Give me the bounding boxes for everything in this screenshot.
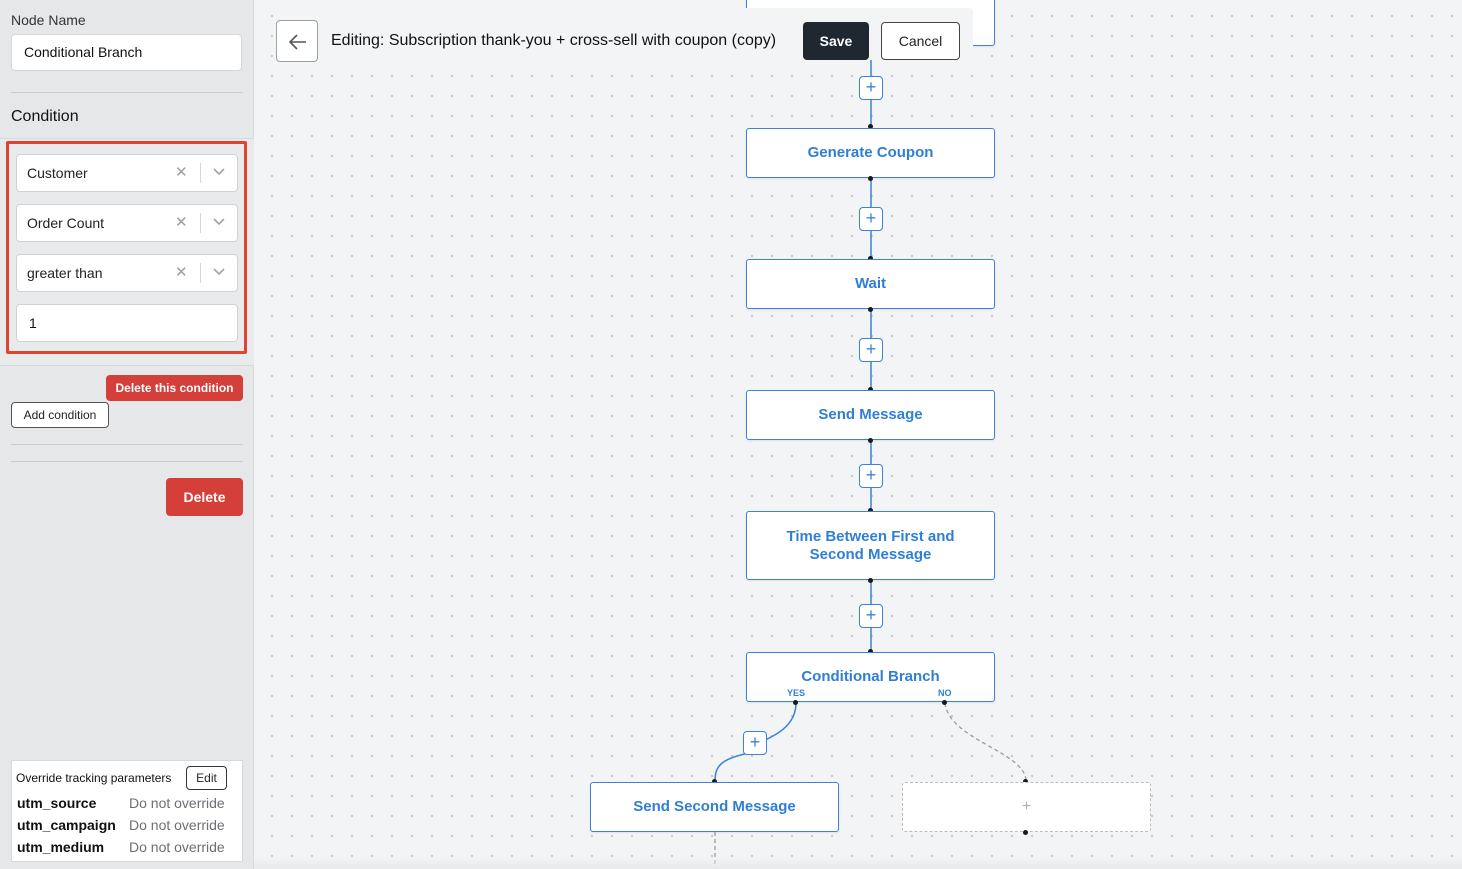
- divider: [11, 461, 243, 462]
- connector-dot: [868, 307, 873, 312]
- condition-highlight-box: [6, 141, 247, 354]
- node-name-label: Node Name: [11, 12, 86, 28]
- add-step-button[interactable]: +: [743, 731, 767, 755]
- select-value: greater than: [27, 265, 103, 281]
- chevron-down-icon[interactable]: [212, 214, 226, 228]
- add-step-button[interactable]: +: [859, 207, 883, 231]
- connector-dot: [712, 779, 717, 784]
- flow-node-send-message[interactable]: Send Message: [746, 390, 995, 440]
- divider: [11, 92, 243, 93]
- connector-dot: [868, 176, 873, 181]
- condition-value-input[interactable]: 1: [16, 304, 238, 342]
- save-button[interactable]: Save: [803, 22, 869, 60]
- connector-dot: [1023, 779, 1028, 784]
- yes-port-dot[interactable]: [793, 700, 798, 705]
- branch-yes-label: YES: [787, 688, 806, 698]
- condition-heading: Condition: [11, 108, 79, 125]
- connector-dot: [868, 578, 873, 583]
- tracking-param-value: Do not override: [129, 839, 225, 855]
- select-separator: [200, 213, 201, 233]
- connector-dot: [868, 438, 873, 443]
- tracking-param-key: utm_medium: [17, 839, 105, 855]
- flow-node-wait[interactable]: Wait: [746, 259, 995, 309]
- connector-dot: [868, 256, 873, 261]
- condition-field-select[interactable]: Order Count ✕: [16, 204, 238, 242]
- flow-node-conditional-branch[interactable]: Conditional Branch: [746, 652, 995, 702]
- delete-condition-button[interactable]: Delete this condition: [106, 375, 243, 401]
- select-value: Order Count: [27, 215, 105, 231]
- flow-node-placeholder[interactable]: +: [902, 782, 1151, 832]
- delete-node-button[interactable]: Delete: [166, 478, 243, 516]
- condition-operator-select[interactable]: greater than ✕: [16, 254, 238, 292]
- connector-dot: [868, 124, 873, 129]
- add-step-button[interactable]: +: [859, 604, 883, 628]
- tracking-param-value: Do not override: [129, 795, 225, 811]
- chevron-down-icon[interactable]: [212, 164, 226, 178]
- branch-no-label: NO: [938, 688, 952, 698]
- tracking-param-key: utm_source: [17, 795, 97, 811]
- tracking-param-key: utm_campaign: [17, 817, 116, 833]
- edit-tracking-button[interactable]: Edit: [186, 766, 227, 790]
- connector-dot: [868, 508, 873, 513]
- flow-canvas[interactable]: + Generate Coupon + Wait + Send Message …: [254, 0, 1462, 869]
- clear-x-icon[interactable]: ✕: [175, 164, 188, 181]
- tracking-param-value: Do not override: [129, 817, 225, 833]
- back-button[interactable]: [276, 20, 318, 62]
- clear-x-icon[interactable]: ✕: [175, 264, 188, 281]
- chevron-down-icon[interactable]: [212, 264, 226, 278]
- editor-sidebar: Node Name Conditional Branch Condition C…: [0, 0, 254, 869]
- flow-node-send-second-message[interactable]: Send Second Message: [590, 782, 839, 832]
- connector-dot: [868, 649, 873, 654]
- clear-x-icon[interactable]: ✕: [175, 214, 188, 231]
- connector-dot: [868, 387, 873, 392]
- select-value: Customer: [27, 165, 88, 181]
- page-title: Editing: Subscription thank-you + cross-…: [331, 32, 777, 49]
- divider: [11, 444, 243, 445]
- tracking-parameters-panel: Override tracking parameters Edit utm_so…: [11, 760, 243, 862]
- flow-node-generate-coupon[interactable]: Generate Coupon: [746, 128, 995, 178]
- condition-object-select[interactable]: Customer ✕: [16, 154, 238, 192]
- node-name-input[interactable]: Conditional Branch: [11, 34, 242, 71]
- no-port-dot[interactable]: [942, 700, 947, 705]
- add-step-button[interactable]: +: [859, 338, 883, 362]
- add-step-button[interactable]: +: [859, 464, 883, 488]
- flow-node-time-between[interactable]: Time Between First and Second Message: [746, 511, 995, 580]
- editor-header: Editing: Subscription thank-you + cross-…: [276, 8, 973, 62]
- select-separator: [200, 263, 201, 283]
- tracking-title: Override tracking parameters: [16, 771, 172, 785]
- add-condition-button[interactable]: Add condition: [11, 402, 109, 428]
- canvas-scroll-shadow: [254, 855, 1462, 869]
- cancel-button[interactable]: Cancel: [881, 22, 960, 60]
- select-separator: [200, 163, 201, 183]
- add-step-button[interactable]: +: [859, 76, 883, 100]
- arrow-left-icon: [288, 34, 306, 50]
- connector-dot: [1023, 830, 1028, 835]
